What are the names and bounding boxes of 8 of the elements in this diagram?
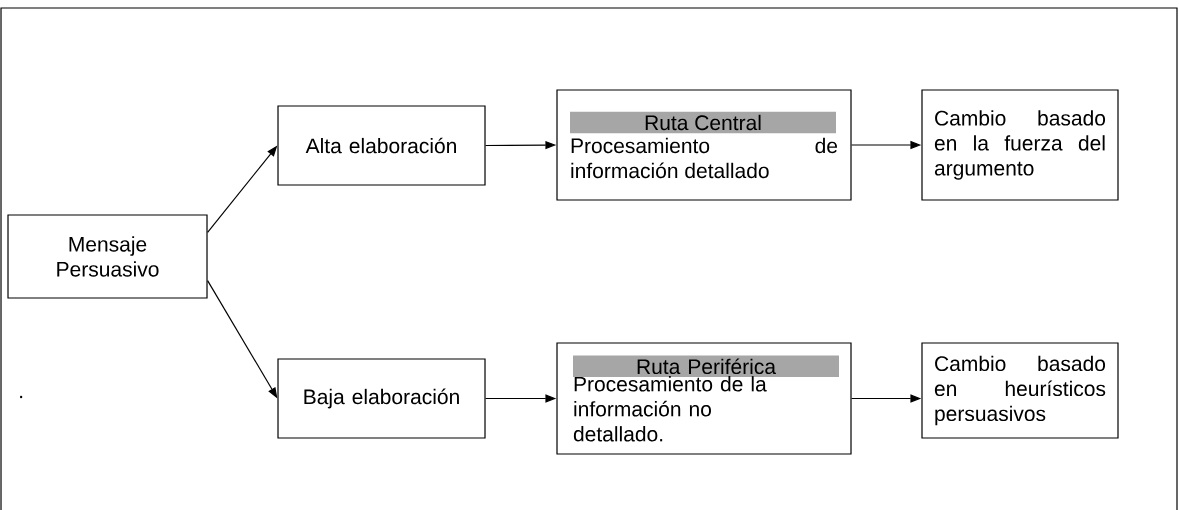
process-box: Mensaje Persuasivo [7, 214, 208, 299]
process-box: Alta elaboración [277, 105, 486, 186]
dot-mark: . [20, 395, 23, 399]
process-box: Cambio basado en heurísticos persuasivos [921, 342, 1119, 439]
route-box: Ruta Central Procesamiento de información detallado [556, 89, 852, 201]
process-box: Baja elaboración [277, 358, 486, 439]
route-box: Ruta Periférica Procesamiento de la información no detallado. [556, 342, 852, 455]
process-box: Cambio basado en la fuerza del argumento [921, 89, 1119, 201]
